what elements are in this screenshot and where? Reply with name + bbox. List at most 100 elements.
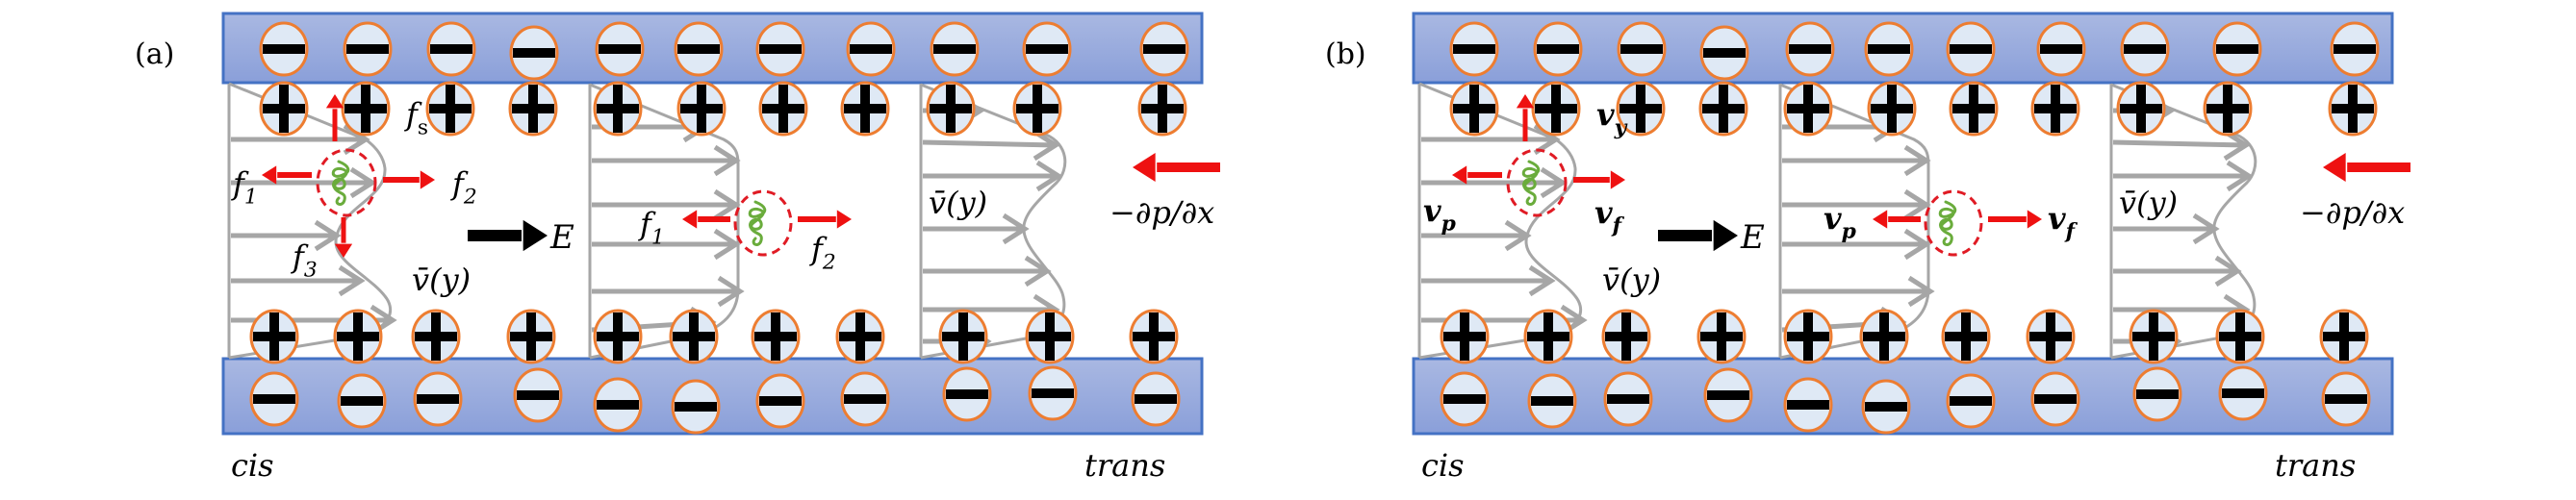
velocity-head [349, 166, 377, 199]
ion-bar-horizontal [675, 402, 717, 412]
ion-bar-vertical [526, 312, 536, 361]
velocity-head [713, 144, 741, 177]
trans-label: trans [2275, 447, 2356, 484]
right-force-arrow [1573, 170, 1625, 189]
ion-bar-vertical [2051, 85, 2060, 133]
label-base: v [2048, 200, 2066, 237]
wall-anion [1785, 21, 1835, 77]
velocity-profile-3 [920, 83, 1067, 360]
ion-bar-vertical [1033, 85, 1042, 133]
counter-cation [1012, 81, 1062, 137]
wall-anion [1946, 373, 1996, 429]
label-down: f3 [291, 238, 318, 283]
up-force-arrow [325, 94, 344, 141]
wall-anion [343, 21, 393, 77]
counter-cation [1616, 81, 1666, 137]
counter-cation [1440, 309, 1490, 364]
counter-cation [1941, 309, 1991, 364]
counter-cation [2203, 81, 2253, 137]
ion-bar-horizontal [1707, 390, 1749, 400]
counter-cation [1137, 81, 1187, 137]
ion-bar-horizontal [946, 389, 988, 399]
counter-cation [1859, 309, 1909, 364]
wall-anion [337, 373, 387, 429]
ion-bar-vertical [1803, 85, 1813, 133]
ion-bar-horizontal [597, 400, 639, 410]
velocity-head [1903, 228, 1931, 261]
arrow-head [1713, 219, 1738, 252]
right-force-arrow [383, 170, 435, 189]
ion-bar-vertical [1543, 312, 1553, 361]
ion-bar-horizontal [2216, 44, 2258, 54]
label-subscript: y [1614, 116, 1628, 140]
velocity-head [1540, 166, 1568, 199]
panel-label: (b) [1325, 38, 1366, 71]
wall-anion [1022, 21, 1072, 77]
counter-cation [2030, 81, 2080, 137]
ion-bar-horizontal [1453, 44, 1495, 54]
counter-cation [938, 309, 988, 364]
label-subscript: s [418, 116, 428, 140]
label-up: fs [404, 96, 428, 140]
velocity-profile-1 [1418, 82, 1583, 360]
velocity-profile-label: v̄(y) [2119, 185, 2178, 221]
arrow-head [420, 170, 435, 189]
panel-label: (a) [135, 38, 174, 71]
ion-bar-horizontal [517, 390, 559, 400]
particle-2 [733, 189, 793, 257]
counter-cation [2215, 309, 2265, 364]
ion-bar-horizontal [263, 44, 305, 54]
ion-bar-vertical [2149, 312, 2158, 361]
label-subscript: 1 [651, 226, 665, 250]
label-subscript: f [1611, 214, 1625, 238]
label-base: v [1594, 194, 1613, 231]
ion-bar-horizontal [850, 44, 892, 54]
arrow-head [2323, 152, 2346, 183]
wall-anion [1699, 25, 1749, 81]
trans-label: trans [1084, 447, 1165, 484]
counter-cation [1523, 309, 1573, 364]
counter-cation [1601, 309, 1651, 364]
ion-bar-horizontal [1135, 394, 1177, 404]
wall-anion [2036, 21, 2086, 77]
velocity-profile-label: v̄(y) [412, 262, 471, 298]
label-base: v [1596, 96, 1615, 133]
particle-boundary [316, 148, 377, 217]
label-subscript: f [2064, 220, 2079, 244]
counter-cation [2319, 309, 2369, 364]
counter-cation [333, 309, 383, 364]
velocity-vector [1782, 144, 1931, 177]
velocity-vector [2112, 129, 2251, 162]
ion-bar-vertical [361, 85, 370, 133]
velocity-head [1903, 188, 1931, 221]
ion-bar-horizontal [1789, 44, 1831, 54]
ion-bar-vertical [1149, 312, 1159, 361]
wall-anion [1703, 367, 1753, 423]
ion-bar-horizontal [1443, 394, 1486, 404]
pressure-gradient-arrow [2323, 152, 2410, 183]
polymer-coil-icon [1521, 160, 1541, 206]
velocity-head [713, 188, 741, 221]
wall-anion [930, 21, 980, 77]
ion-bar-horizontal [1865, 402, 1907, 412]
ion-bar-vertical [1460, 312, 1469, 361]
ion-bar-horizontal [1620, 44, 1663, 54]
velocity-vector [231, 264, 366, 297]
label-left: f1 [231, 165, 258, 210]
ion-bar-vertical [697, 85, 706, 133]
velocity-head [1528, 264, 1556, 297]
arrow-head [325, 94, 344, 109]
velocity-vector [231, 166, 377, 199]
particle-1 [1506, 148, 1568, 217]
ion-bar-vertical [1969, 85, 1978, 133]
ion-bar-horizontal [933, 44, 976, 54]
velocity-profile-1 [228, 82, 393, 360]
arrow-head [523, 219, 548, 252]
label-up: vy [1596, 96, 1628, 140]
ion-bar-vertical [1961, 312, 1971, 361]
counter-cation [1025, 309, 1075, 364]
counter-cation [758, 81, 808, 137]
